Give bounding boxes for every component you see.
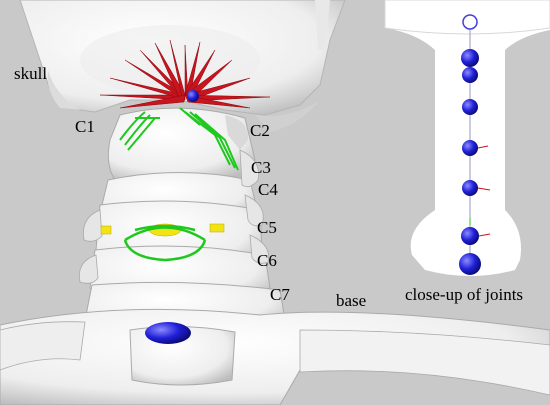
label-c4: C4 bbox=[258, 181, 278, 198]
label-c2: C2 bbox=[250, 122, 270, 139]
label-skull: skull bbox=[14, 65, 47, 82]
label-c5: C5 bbox=[257, 219, 277, 236]
label-c7: C7 bbox=[270, 286, 290, 303]
label-closeup: close-up of joints bbox=[405, 286, 523, 303]
label-c6: C6 bbox=[257, 252, 277, 269]
label-base: base bbox=[336, 292, 366, 309]
joint-sphere bbox=[187, 90, 199, 102]
label-c1: C1 bbox=[75, 118, 95, 135]
label-c3: C3 bbox=[251, 159, 271, 176]
base-joint-sphere bbox=[145, 322, 191, 344]
